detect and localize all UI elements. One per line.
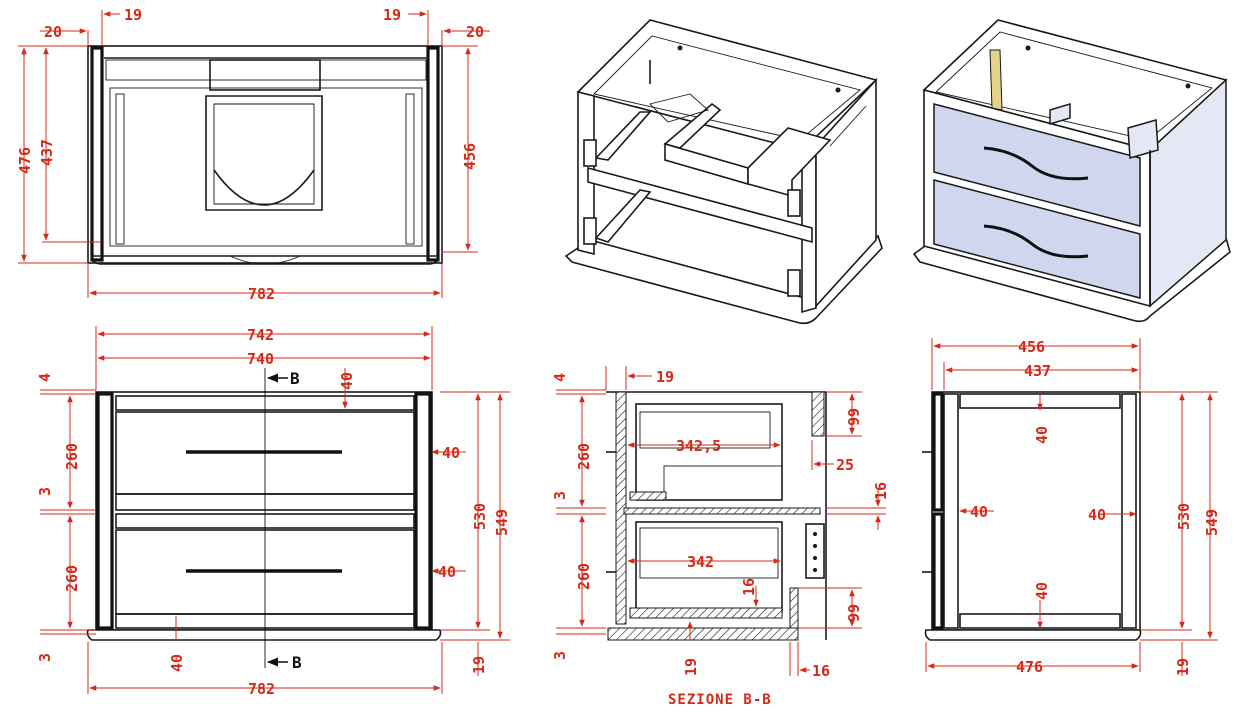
dim-section-base: 19: [682, 658, 700, 676]
dim-side-width-inner: 437: [1024, 362, 1051, 380]
iso-drawer-upper: [933, 103, 1141, 227]
iso-handle-upper: [983, 146, 1089, 181]
dim-front-bottom-gap: 3: [36, 653, 54, 662]
dim-section-drawer-upper: 260: [575, 443, 593, 470]
side-view: 456 437 40 40 40 40 530 549 19 476: [922, 338, 1221, 676]
top-view: 20 19 19 20 476 437 456 782: [16, 6, 490, 303]
dim-front-overall-height: 549: [493, 509, 511, 536]
front-view: B B 742 740 4 260 3 260 3 40 40 40 40: [36, 326, 511, 698]
iso-hinge-1: [583, 139, 597, 167]
dim-section-inner-upper: 342,5: [676, 437, 721, 455]
top-view-front-plinth: [90, 255, 440, 265]
top-view-left-panel: [90, 46, 104, 262]
dim-section-recess-top: 99: [845, 408, 863, 426]
siphon-curve: [213, 169, 315, 206]
dim-front-middle-gap: 3: [36, 487, 54, 496]
section-caption: SEZIONE B-B: [668, 692, 772, 708]
dim-section-bottom-panel: 16: [812, 662, 830, 680]
section-view: 4 260 3 260 3 19 342,5 342 99 25 16 99 1…: [551, 366, 890, 708]
dim-front-drawer-lower: 260: [63, 565, 81, 592]
dim-section-bottom-gap: 3: [551, 651, 569, 660]
dim-section-top-gap: 4: [551, 373, 569, 382]
dim-front-top-rail: 40: [338, 372, 356, 390]
side-front-panel: [943, 393, 959, 629]
dim-top-right-panel: 19: [383, 6, 401, 24]
dim-side-top-rail: 40: [1033, 426, 1051, 444]
section-mark-bottom: B: [292, 653, 302, 672]
dim-side-width-overall: 456: [1018, 338, 1045, 356]
dim-top-right-offset: 20: [466, 23, 484, 41]
dim-section-panel: 19: [656, 368, 674, 386]
section-hinge-plate: [805, 523, 825, 579]
section-base: [607, 627, 799, 641]
dim-top-inner-depth: 437: [38, 139, 56, 166]
dim-side-front-panel: 40: [970, 503, 988, 521]
dim-section-drawer-bottom: 16: [740, 578, 758, 596]
section-recess-top: [811, 391, 825, 437]
dim-front-width-inner: 740: [247, 350, 274, 368]
section-mark-top: B: [290, 369, 300, 388]
dim-front-overall-width: 782: [248, 680, 275, 698]
dim-front-base-strip: 40: [168, 654, 186, 672]
side-back-panel: [1121, 393, 1137, 629]
dim-top-overall-width: 782: [248, 285, 275, 303]
dim-side-base-width: 476: [1016, 658, 1043, 676]
dim-section-inner-lower: 342: [687, 553, 714, 571]
dim-section-drawer-lower: 260: [575, 563, 593, 590]
sink-cutout-rail: [209, 59, 321, 91]
dim-section-shelf: 16: [872, 482, 890, 500]
front-plinth: [86, 629, 442, 641]
dim-top-overall-depth: 476: [16, 147, 34, 174]
isometric-closed-cabinet: [912, 19, 1231, 323]
dim-front-side-lower: 40: [438, 563, 456, 581]
section-shelf: [623, 507, 821, 515]
dim-front-width-top: 742: [247, 326, 274, 344]
dim-section-middle-gap: 3: [551, 491, 569, 500]
dim-side-back-panel: 40: [1088, 506, 1106, 524]
dim-top-left-panel: 19: [124, 6, 142, 24]
front-view-carcass: [95, 391, 433, 631]
isometric-open-carcass: [564, 19, 883, 325]
top-view-right-panel: [426, 46, 440, 262]
iso-bracket: [989, 49, 1003, 111]
dim-section-back-offset: 25: [836, 456, 854, 474]
dim-side-body-height: 530: [1175, 503, 1193, 530]
iso-drawer-lower: [933, 179, 1141, 299]
dim-front-side-upper: 40: [442, 444, 460, 462]
dim-top-left-offset: 20: [44, 23, 62, 41]
dim-top-side-depth: 456: [461, 143, 479, 170]
sink-cutout: [205, 95, 323, 211]
dim-side-plinth: 19: [1174, 658, 1192, 676]
dim-side-overall-height: 549: [1203, 509, 1221, 536]
iso-open-shelf: [587, 166, 813, 244]
top-view-outline: [87, 45, 443, 264]
side-plinth: [924, 629, 1142, 641]
dim-side-bottom-rail: 40: [1033, 582, 1051, 600]
iso-handle-lower: [983, 224, 1089, 259]
dim-front-drawer-upper: 260: [63, 443, 81, 470]
section-drawer-bottom: [629, 607, 783, 619]
dim-section-recess-bottom: 99: [845, 604, 863, 622]
dim-front-body-height: 530: [471, 503, 489, 530]
dim-front-top-gap: 4: [36, 373, 54, 382]
dim-front-plinth: 19: [470, 656, 488, 674]
